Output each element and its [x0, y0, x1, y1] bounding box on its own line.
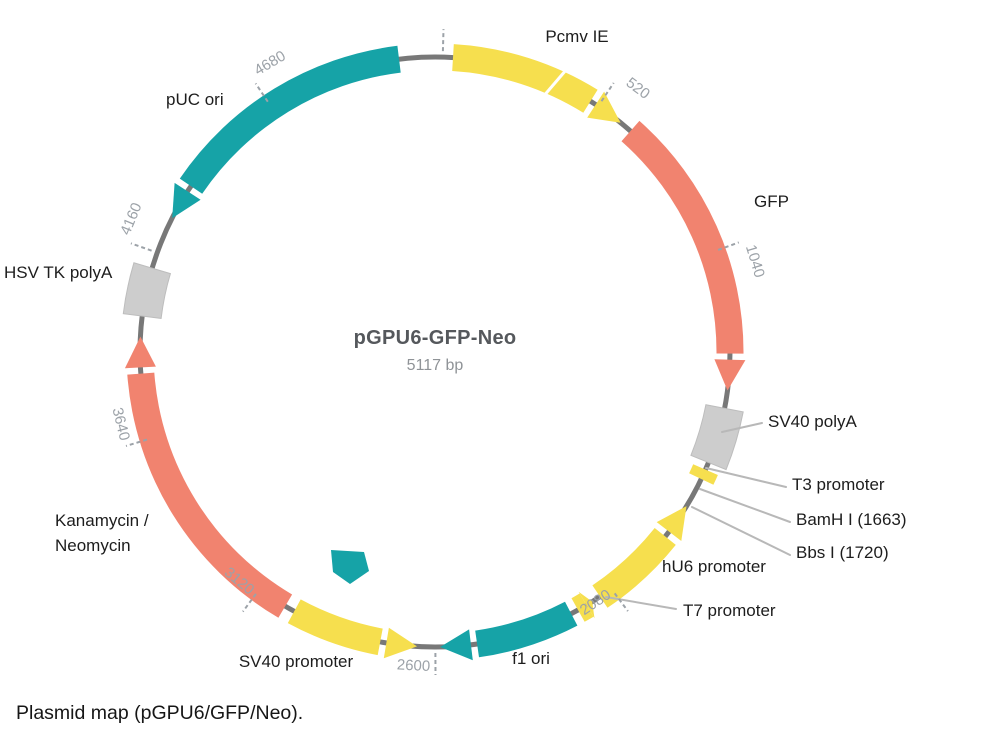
- feature-divider-pcmv-ie: [543, 69, 567, 96]
- feature-t7-promoter: T7 promoter: [571, 591, 776, 622]
- feature-band-f1-ori: [475, 601, 578, 658]
- tick-mark-4680: [254, 82, 269, 103]
- leader-line-bbs-i: [691, 506, 791, 556]
- feature-label-sv40-promoter: SV40 promoter: [239, 652, 354, 671]
- feature-arrowhead-kan-neo: [124, 336, 156, 369]
- feature-arrowhead-gfp: [714, 359, 746, 391]
- feature-label-t3-promoter: T3 promoter: [792, 475, 885, 494]
- site-label-bamh-i: BamH I (1663): [796, 510, 907, 529]
- feature-block-t3-promoter: [689, 464, 718, 485]
- leader-line-t3-promoter: [705, 467, 787, 488]
- feature-label-kan-neo: Kanamycin /Neomycin: [55, 511, 149, 555]
- tick-label-3640: 3640: [108, 406, 133, 442]
- leader-line-t7-promoter: [605, 596, 677, 610]
- feature-label-pcmv-ie: Pcmv IE: [545, 27, 608, 46]
- tick-label-2600: 2600: [396, 656, 430, 675]
- figure-caption: Plasmid map (pGPU6/GFP/Neo).: [16, 702, 304, 724]
- tick-mark-3640: [125, 438, 148, 447]
- feature-gfp: GFP: [621, 120, 789, 391]
- plasmid-title: pGPU6-GFP-Neo: [353, 327, 517, 349]
- feature-block-hsv-tk-polya: [122, 262, 172, 319]
- feature-hsv-tk-polya: HSV TK polyA: [4, 262, 172, 319]
- tick-label-4160: 4160: [117, 200, 146, 237]
- feature-band-kan-neo: [127, 372, 293, 618]
- feature-label-gfp: GFP: [754, 192, 789, 211]
- feature-arrowhead-t7-promoter: [578, 591, 595, 619]
- feature-sv40-polya: SV40 polyA: [690, 404, 857, 471]
- tick-mark-3120: [242, 593, 257, 613]
- tick-mark-520: [600, 82, 615, 102]
- feature-kan-neo: Kanamycin /Neomycin: [55, 336, 293, 618]
- feature-band-t7-promoter: [571, 593, 594, 622]
- feature-band-gfp: [621, 120, 744, 354]
- site-label-bbs-i: Bbs I (1720): [796, 543, 889, 562]
- feature-arrowhead-f1-ori: [440, 629, 473, 661]
- tick-label-1040: 1040: [742, 243, 768, 280]
- feature-arrowhead-sv40-promoter: [383, 627, 417, 659]
- feature-arrowhead-pcmv-ie: [587, 91, 621, 123]
- tick-mark-1040: [717, 241, 740, 251]
- feature-label-f1-ori: f1 ori: [512, 649, 550, 668]
- feature-hu6-promoter: hU6 promoter: [592, 506, 766, 608]
- tick-label-520: 520: [623, 74, 653, 103]
- plasmid-size-label: 5117 bp: [406, 357, 464, 374]
- feature-pcmv-ie: Pcmv IE: [452, 27, 621, 123]
- feature-puc-ori: pUC ori: [166, 45, 401, 219]
- inner-pentagon-marker: [331, 550, 369, 584]
- feature-arrowhead-hu6-promoter: [656, 506, 687, 541]
- leader-line-bamh-i: [699, 488, 791, 523]
- feature-label-t7-promoter: T7 promoter: [683, 601, 776, 620]
- feature-sv40-promoter: SV40 promoter: [239, 599, 417, 671]
- feature-band-pcmv-ie: [452, 44, 598, 113]
- feature-band-hu6-promoter: [592, 528, 676, 608]
- feature-band-puc-ori: [179, 45, 401, 194]
- feature-t3-promoter: T3 promoter: [689, 464, 885, 494]
- tick-mark-origin: [441, 29, 445, 52]
- feature-band-sv40-promoter: [287, 599, 383, 656]
- feature-label-puc-ori: pUC ori: [166, 90, 224, 109]
- feature-label-sv40-polya: SV40 polyA: [768, 412, 857, 431]
- feature-label-hu6-promoter: hU6 promoter: [662, 557, 766, 576]
- feature-block-sv40-polya: [690, 404, 744, 471]
- tick-mark-4160: [130, 242, 152, 252]
- feature-f1-ori: f1 ori: [440, 601, 578, 668]
- tick-label-4680: 4680: [251, 47, 288, 79]
- leader-line-sv40-polya: [721, 422, 763, 433]
- feature-arrowhead-puc-ori: [172, 182, 201, 219]
- feature-label-hsv-tk-polya: HSV TK polyA: [4, 263, 113, 282]
- tick-mark-2080: [613, 592, 629, 612]
